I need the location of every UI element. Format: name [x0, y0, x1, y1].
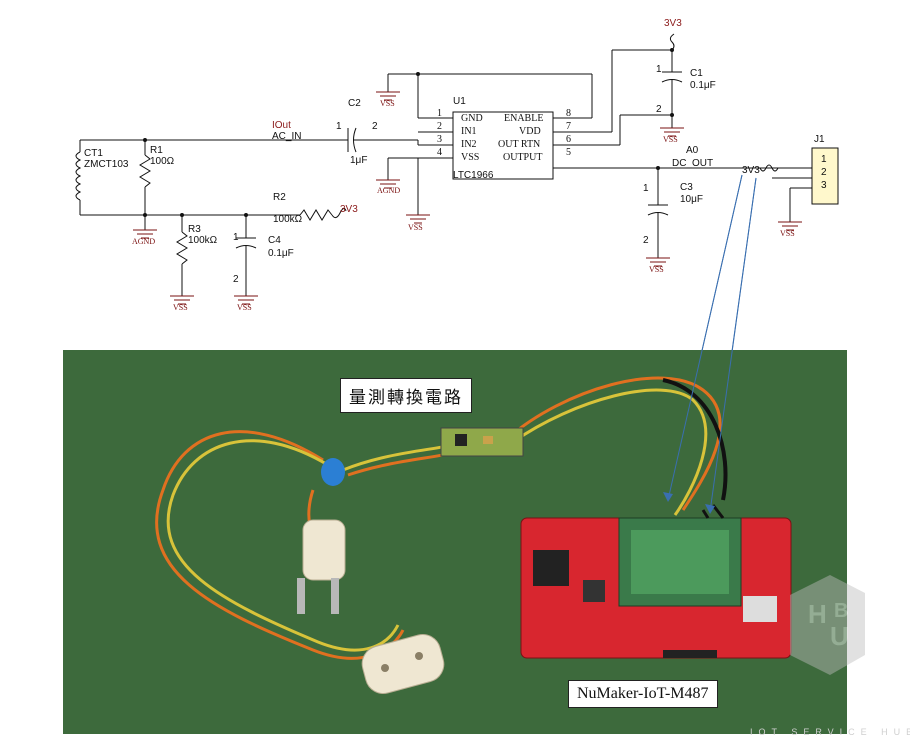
- board-label: NuMaker-IoT-M487: [568, 680, 718, 708]
- c3-ref: C3: [680, 182, 693, 193]
- j1-pin-3: 3: [821, 180, 827, 191]
- c1-ref: C1: [690, 68, 703, 79]
- r3-value: 100kΩ: [188, 235, 218, 246]
- ct1-coil: [75, 151, 82, 201]
- circuit-label: 量測轉換電路: [340, 378, 472, 413]
- photo-illustration: [155, 376, 792, 694]
- ground-symbols: [133, 91, 802, 305]
- r2-ref: R2: [273, 192, 286, 203]
- measurement-board: [440, 427, 524, 457]
- r3-resistor: [176, 231, 188, 265]
- j1-pin-1: 1: [821, 154, 827, 165]
- c2-value: 1μF: [350, 155, 367, 166]
- r1-resistor: [139, 154, 151, 188]
- u1-pin-name-in1: IN1: [461, 126, 477, 137]
- u1-pin-num-4: 4: [437, 147, 442, 158]
- c4-pin1: 1: [233, 232, 239, 243]
- u1-pin-num-2: 2: [437, 121, 442, 132]
- c3-pin2: 2: [643, 235, 649, 246]
- net-vss-r3: VSS: [173, 303, 188, 312]
- j1-pin-2: 2: [821, 167, 827, 178]
- current-transformer: [321, 458, 345, 486]
- net-agnd-r1: AGND: [132, 237, 155, 246]
- net-dc-out: DC_OUT: [672, 158, 713, 169]
- c2-pin2: 2: [372, 121, 378, 132]
- u1-pin-num-7: 7: [566, 121, 571, 132]
- net-vss-u1: VSS: [408, 223, 423, 232]
- j1-connector: [811, 147, 839, 205]
- u1-pin-name-output: OUTPUT: [503, 152, 542, 163]
- c2-ref: C2: [348, 98, 361, 109]
- numaker-board: [520, 504, 792, 659]
- net-iout: IOut: [272, 120, 291, 131]
- hardware-photo: [63, 350, 847, 734]
- c1-pin1: 1: [656, 64, 662, 75]
- c2-pin1: 1: [336, 121, 342, 132]
- net-agnd-u1: AGND: [377, 186, 400, 195]
- net-vss-gnd: VSS: [380, 99, 395, 108]
- u1-pin-name-vss: VSS: [461, 152, 479, 163]
- r3-ref: R3: [188, 224, 201, 235]
- r2-value: 100kΩ: [273, 214, 303, 225]
- u1-pin-num-3: 3: [437, 134, 442, 145]
- net-vss-c3: VSS: [649, 265, 664, 274]
- c4-value: 0.1μF: [268, 248, 294, 259]
- u1-ref: U1: [453, 96, 466, 107]
- c3-value: 10μF: [680, 194, 703, 205]
- u1-pin-name-vdd: VDD: [519, 126, 541, 137]
- c4-pin2: 2: [233, 274, 239, 285]
- net-ac-in: AC_IN: [272, 131, 301, 142]
- r1-value: 100Ω: [150, 156, 175, 167]
- net-3v3-r2: 3V3: [340, 204, 358, 215]
- c1-value: 0.1μF: [690, 80, 716, 91]
- j1-ref: J1: [814, 134, 825, 145]
- power-plug: [297, 519, 346, 614]
- u1-pin-num-5: 5: [566, 147, 571, 158]
- u1-part: LTC1966: [453, 170, 494, 181]
- r2-resistor: [299, 209, 333, 221]
- u1-pin-name-enable: ENABLE: [504, 113, 543, 124]
- u1-pin-name-outrtn: OUT RTN: [498, 139, 540, 150]
- circuit-schematic: CT1 ZMCT103 R1 100Ω R3 100kΩ C4 0.1μF 1 …: [75, 18, 839, 350]
- net-vss-c1: VSS: [663, 135, 678, 144]
- net-a0: A0: [686, 145, 699, 156]
- power-socket: [361, 634, 445, 694]
- c1-pin2: 2: [656, 104, 662, 115]
- u1-pin-name-in2: IN2: [461, 139, 477, 150]
- u1-pin-num-1: 1: [437, 108, 442, 119]
- ct1-part: ZMCT103: [84, 159, 129, 170]
- u1-pin-num-8: 8: [566, 108, 571, 119]
- net-vss-j1: VSS: [780, 229, 795, 238]
- net-vss-c4: VSS: [237, 303, 252, 312]
- u1-pin-num-6: 6: [566, 134, 571, 145]
- ct1-ref: CT1: [84, 148, 103, 159]
- c4-ref: C4: [268, 235, 281, 246]
- net-3v3-c1: 3V3: [664, 18, 682, 29]
- net-3v3-j1: 3V3: [742, 165, 760, 176]
- r1-ref: R1: [150, 145, 163, 156]
- u1-pin-name-gnd: GND: [461, 113, 483, 124]
- c3-pin1: 1: [643, 183, 649, 194]
